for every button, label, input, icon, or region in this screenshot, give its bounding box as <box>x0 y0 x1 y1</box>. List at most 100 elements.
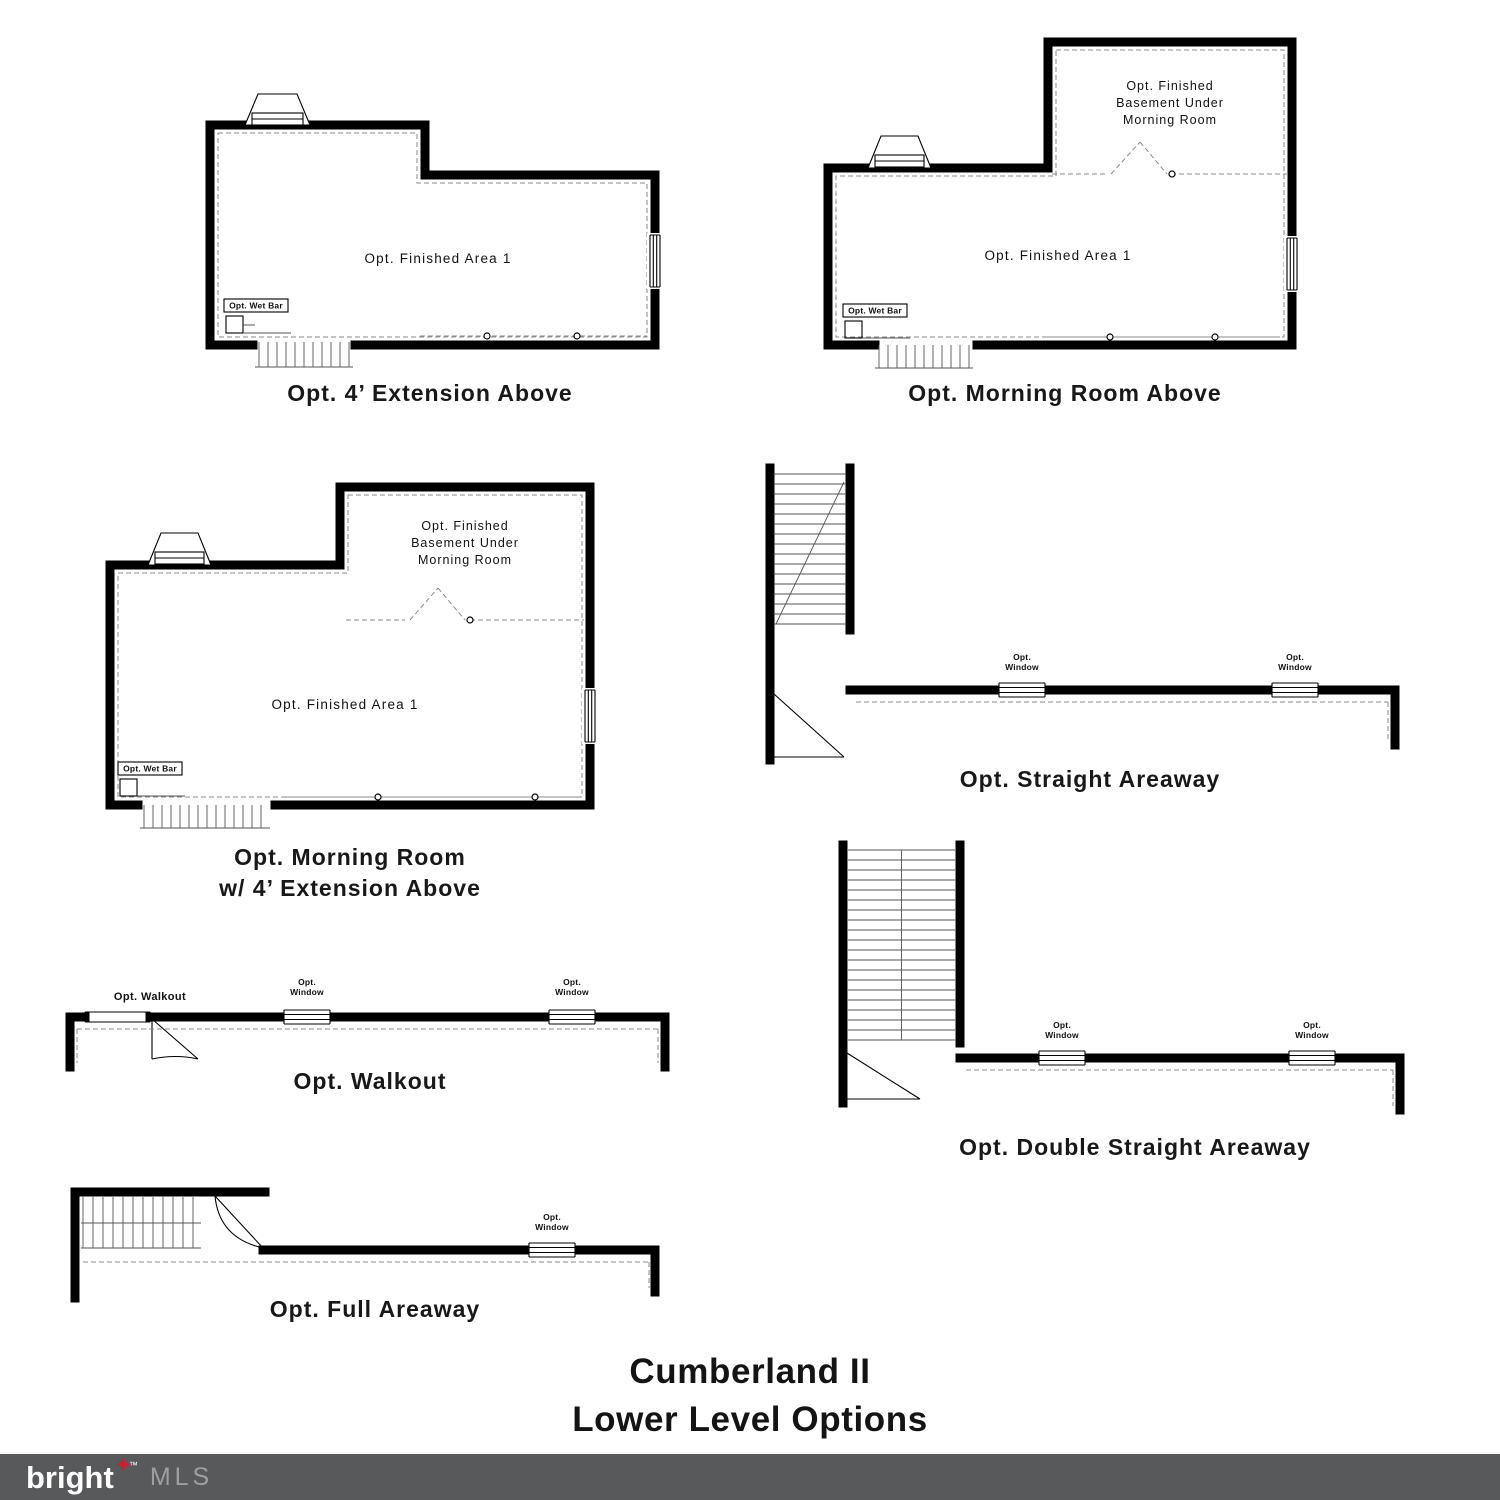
window-label: Opt. <box>1053 1020 1071 1030</box>
walls <box>955 1053 1405 1115</box>
stair-shaft <box>70 1187 270 1303</box>
caption-4ft-extension-above: Opt. 4’ Extension Above <box>287 380 573 406</box>
support-post-icon <box>1211 333 1219 341</box>
plan-name: Cumberland II <box>629 1352 871 1391</box>
plan-morning-room-with-extension: Opt. Wet Bar Opt. Finished Basement Unde… <box>105 482 598 829</box>
brand-bar: bright ™ MLS <box>0 1454 1500 1500</box>
window-label: Opt. <box>1286 652 1304 662</box>
interior-dashed-outline <box>966 1069 1394 1106</box>
walls <box>845 685 1400 750</box>
wet-bar-label: Opt. Wet Bar <box>848 306 902 316</box>
morning-room-basement-label: Basement Under <box>1116 96 1224 110</box>
ceiling-edge-dashed <box>346 587 584 624</box>
door-swing-icon <box>151 1018 199 1060</box>
sheet-subtitle: Lower Level Options <box>572 1400 928 1439</box>
walkout-opening <box>84 1011 199 1060</box>
window-marker <box>1284 236 1300 292</box>
window-label: Window <box>1295 1030 1329 1040</box>
window-label: Window <box>535 1222 569 1232</box>
window-label: Opt. <box>298 977 316 987</box>
fireplace-icon <box>867 135 932 169</box>
morning-room-basement-label: Morning Room <box>1123 113 1217 127</box>
window-label: Opt. <box>563 977 581 987</box>
plan-full-areaway: Opt. Window <box>70 1187 660 1303</box>
plan-straight-areaway: Opt. Window Opt. Window <box>765 463 1400 765</box>
walkout-label: Opt. Walkout <box>114 991 186 1003</box>
window-label: Opt. <box>1303 1020 1321 1030</box>
window-label: Window <box>290 987 324 997</box>
window-marker: Opt. Window <box>1288 1020 1336 1066</box>
morning-room-basement-label: Morning Room <box>418 553 512 567</box>
basement-stairs <box>140 805 270 829</box>
support-post-icon <box>374 793 382 801</box>
brand-mark-icon <box>115 1458 129 1476</box>
window-label: Window <box>555 987 589 997</box>
window-marker: Opt. Window <box>283 977 331 1025</box>
ceiling-edge-dashed <box>1052 141 1287 178</box>
caption-morning-room-with-extension: Opt. Morning Room w/ 4’ Extension Above <box>90 842 610 904</box>
walls <box>258 1245 660 1297</box>
wet-bar: Opt. Wet Bar <box>223 298 291 334</box>
stair-shaft <box>838 840 965 1108</box>
window-label: Opt. <box>543 1212 561 1222</box>
plan-4ft-extension-above: Opt. Wet Bar Opt. Finished Area 1 <box>205 93 663 368</box>
stair-shaft <box>765 463 855 765</box>
door-swing-icon <box>409 587 466 621</box>
interior-dashed-outline <box>83 1261 650 1288</box>
window-marker: Opt. Window <box>528 1212 576 1258</box>
support-post-icon <box>573 332 581 340</box>
plan-morning-room-above: Opt. Wet Bar Opt. Finished Basement Unde… <box>823 37 1300 369</box>
caption-full-areaway: Opt. Full Areaway <box>269 1296 481 1322</box>
finished-area-label: Opt. Finished Area 1 <box>984 248 1131 263</box>
support-post-icon <box>483 332 491 340</box>
basement-stairs <box>875 345 973 369</box>
window-marker <box>647 233 663 289</box>
walls <box>105 482 595 810</box>
walls <box>205 120 660 350</box>
beam-line <box>1045 333 1280 341</box>
brand-name: bright <box>26 1459 114 1495</box>
wet-bar: Opt. Wet Bar <box>117 761 185 797</box>
walls <box>823 37 1297 350</box>
door-swing-icon <box>214 1195 264 1249</box>
door-swing-icon <box>846 1052 921 1100</box>
stair-direction-line <box>775 481 845 625</box>
caption-line: w/ 4’ Extension Above <box>219 875 481 901</box>
window-marker: Opt. Window <box>1271 652 1319 698</box>
sheet-title: Cumberland II Lower Level Options <box>0 1348 1500 1444</box>
morning-room-basement-label: Opt. Finished <box>421 519 508 533</box>
support-post-icon <box>1106 333 1114 341</box>
window-marker: Opt. Window <box>998 652 1046 698</box>
interior-dashed-outline <box>835 49 1285 338</box>
finished-area-label: Opt. Finished Area 1 <box>364 251 511 266</box>
beam-line <box>420 332 647 340</box>
window-marker: Opt. Window <box>548 977 596 1025</box>
window-label: Window <box>1278 662 1312 672</box>
caption-line: Opt. Morning Room <box>234 844 466 870</box>
window-marker: Opt. Window <box>1038 1020 1086 1066</box>
plan-walkout: Opt. Walkout Opt. Window Opt. Window <box>65 977 670 1072</box>
beam-line <box>285 793 578 801</box>
caption-double-straight-areaway: Opt. Double Straight Areaway <box>959 1134 1311 1160</box>
caption-walkout: Opt. Walkout <box>293 1068 447 1094</box>
interior-dashed-outline <box>117 494 583 798</box>
interior-dashed-outline <box>856 701 1389 741</box>
wet-bar-label: Opt. Wet Bar <box>123 764 177 774</box>
support-post-icon <box>1168 170 1176 178</box>
window-label: Opt. <box>1013 652 1031 662</box>
fireplace-icon <box>147 532 212 566</box>
plan-double-straight-areaway: Opt. Window Opt. Window <box>838 840 1405 1115</box>
door-swing-icon <box>773 693 845 758</box>
morning-room-basement-label: Basement Under <box>411 536 519 550</box>
interior-dashed-outline <box>76 1028 659 1063</box>
window-label: Window <box>1045 1030 1079 1040</box>
caption-morning-room-above: Opt. Morning Room Above <box>908 380 1222 406</box>
window-marker <box>582 688 598 744</box>
fireplace-icon <box>244 93 311 126</box>
support-post-icon <box>466 616 474 624</box>
morning-room-basement-label: Opt. Finished <box>1126 79 1213 93</box>
brand-suffix: MLS <box>149 1462 214 1491</box>
support-post-icon <box>531 793 539 801</box>
caption-straight-areaway: Opt. Straight Areaway <box>959 766 1221 792</box>
